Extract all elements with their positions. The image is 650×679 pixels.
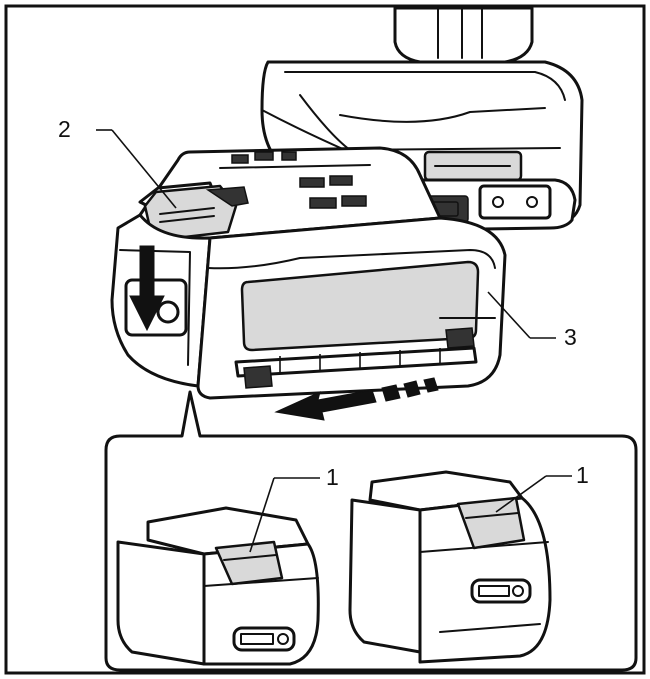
callout-2: 2 [58, 116, 71, 142]
leader-line-3 [487, 291, 531, 339]
callout-1-left: 1 [326, 464, 339, 490]
callout-1-right: 1 [576, 462, 589, 488]
battery-large [348, 470, 552, 664]
battery-small [116, 506, 320, 666]
battery-main [110, 146, 507, 400]
figure-frame [4, 4, 646, 675]
down-arrow-icon [129, 245, 165, 332]
callout-3: 3 [564, 324, 577, 350]
slide-direction-arrow-icon [274, 377, 439, 421]
